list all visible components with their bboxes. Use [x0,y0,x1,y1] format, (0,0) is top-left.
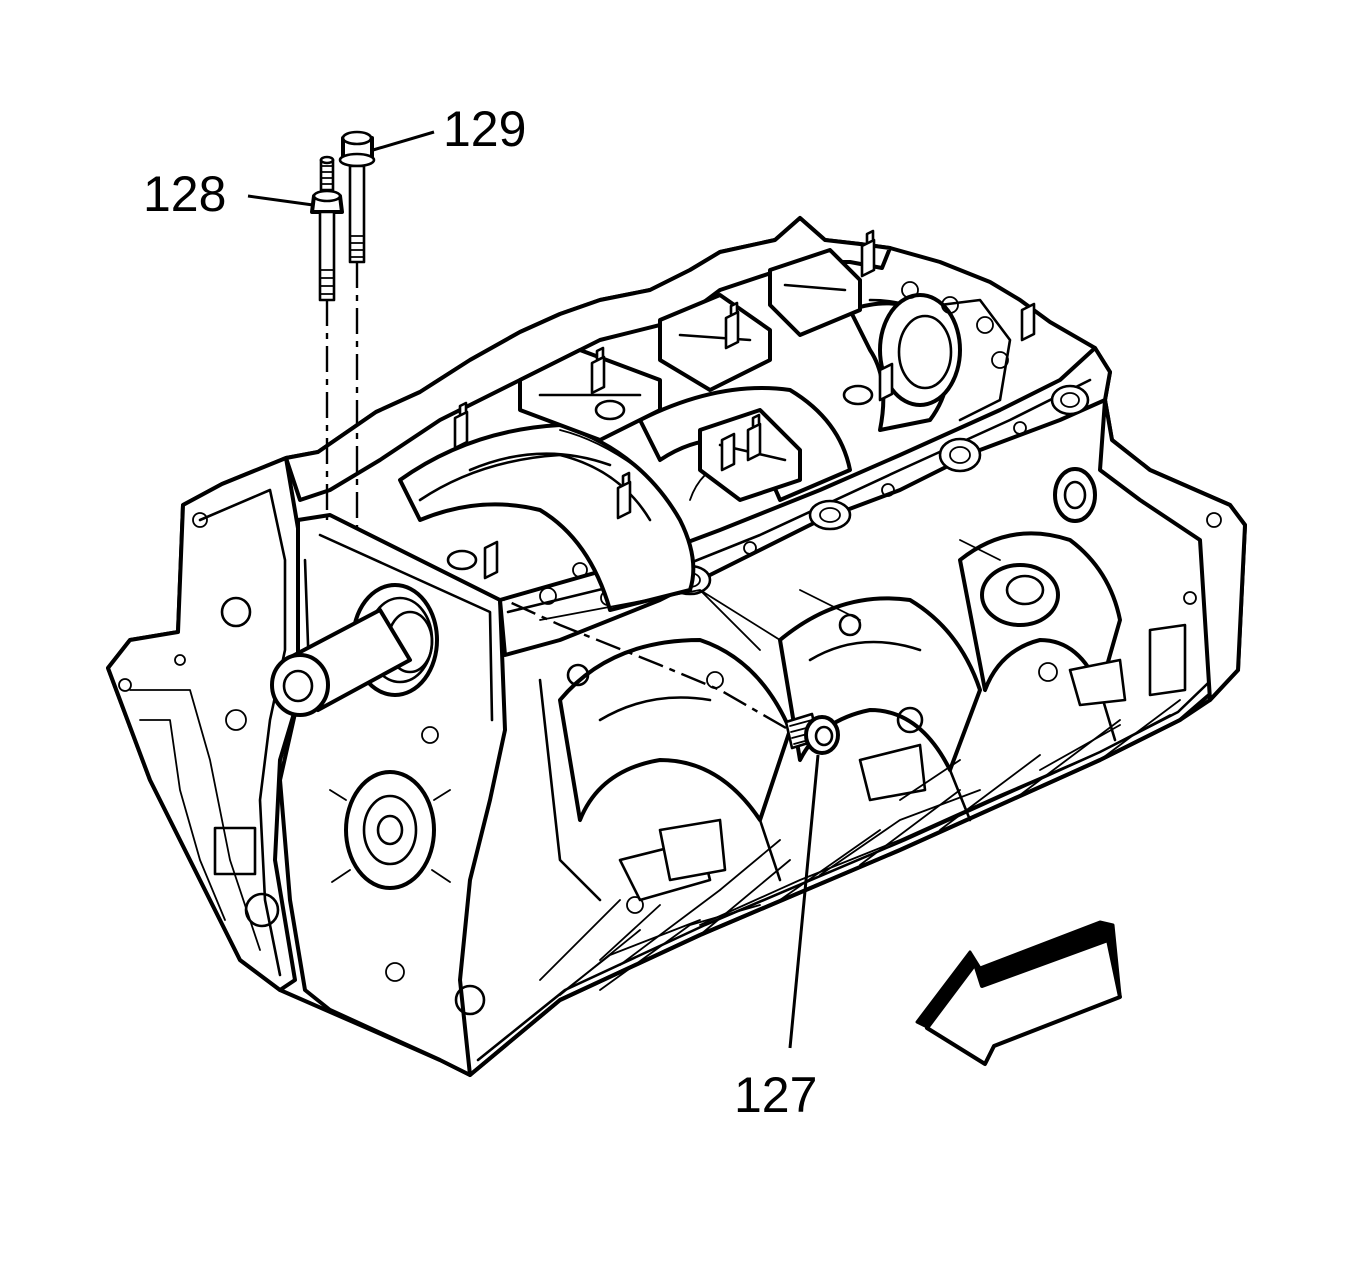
crankshaft-throws [398,281,1012,612]
oil-pump-gear [329,770,451,890]
leader-129 [372,130,435,152]
leader-lines [247,130,820,1049]
leader-128 [247,194,314,207]
bolt-127 [504,598,840,755]
front-cover [106,456,307,992]
callout-129: 129 [443,101,526,157]
deck-rail-front [284,216,892,502]
rear-flange [1098,398,1247,702]
crankcase-bores [538,531,1122,902]
engine-block [106,216,1247,1077]
callout-128: 128 [143,166,226,222]
callout-127: 127 [734,1067,817,1123]
crankshaft-snout [270,583,439,717]
leader-127 [788,754,820,1049]
skirt-bosses [566,562,1187,914]
bolt-129 [338,130,376,528]
oil-pan-rail [468,668,1240,1077]
cap-bolts [446,229,1036,580]
bolt-128 [310,155,344,520]
front-direction-arrow-icon [915,920,1122,1066]
